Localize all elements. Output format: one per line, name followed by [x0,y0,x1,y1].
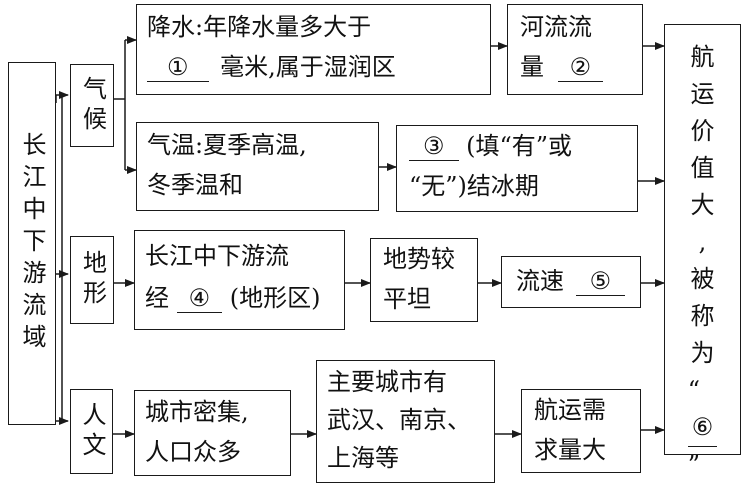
flow-speed-prefix: 流速 [516,267,564,295]
category-terrain-label: 地形 [78,250,107,310]
precipitation-line1: 降水:年降水量多大于 [147,13,372,41]
major-cities-line2: 武汉、南京、 [327,406,471,434]
shipping-demand-line1: 航运需 [534,396,606,424]
freeze-period-node: ③ (填“有”或 “无”)结冰期 [396,125,638,212]
blank-6: ⑥ [687,409,718,447]
terrain-description-line2: 经 ④ (地形区) [145,281,344,315]
result-char-5: , [698,228,707,256]
terrain-slope-node: 地势较 平坦 [370,238,478,322]
freeze-period-line2: “无”)结冰期 [409,172,539,200]
flow-speed-node: 流速 ⑤ [501,256,641,308]
shipping-value-node: 航 运 价 值 大 , 被 称 为 “ ⑥ ” [664,24,741,479]
precipitation-line2-suffix: 毫米,属于湿润区 [220,53,396,81]
major-cities-node: 主要城市有 武汉、南京、 上海等 [316,360,495,483]
result-char-0: 航 [690,43,715,71]
root-node: 长江中下游流域 [8,62,56,425]
climate-branch [114,40,126,170]
freeze-period-line1-suffix: (填“有”或 [466,132,573,160]
root-label: 长江中下游流域 [18,131,46,356]
freeze-period-line1: ③ (填“有”或 [409,129,637,163]
root-connector [55,94,63,422]
result-char-1: 运 [690,80,715,108]
result-char-7: 称 [690,302,715,330]
river-flow-line2-prefix: 量 [520,53,544,81]
terrain-description-line1: 长江中下游流 [145,242,289,270]
terrain-slope-line2: 平坦 [383,285,431,313]
urban-density-node: 城市密集, 人口众多 [134,390,291,476]
result-char-3: 值 [690,154,715,182]
blank-1: ① [147,53,209,82]
result-char-6: 被 [690,265,715,293]
blank-2: ② [557,53,604,82]
blank-5: ⑤ [575,267,626,296]
terrain-description-line2-prefix: 经 [145,284,169,312]
flow-speed-line: 流速 ⑤ [516,264,640,298]
category-climate-label: 气候 [78,75,107,136]
blank-4: ④ [176,284,223,313]
river-flow-node: 河流流 量 ② [507,4,643,95]
result-quote-close: ” [687,451,701,479]
urban-density-line1: 城市密集, [145,398,249,426]
precipitation-line2: ① 毫米,属于湿润区 [147,50,490,84]
terrain-slope-line1: 地势较 [383,245,455,273]
category-human: 人文 [70,389,113,474]
category-human-label: 人文 [78,401,106,462]
result-char-8: 为 [690,339,715,367]
result-quote-open: “ [687,376,701,404]
category-climate: 气候 [70,64,114,147]
temperature-node: 气温:夏季高温, 冬季温和 [136,122,379,211]
river-flow-line2: 量 ② [520,50,642,84]
blank-3: ③ [409,132,459,161]
shipping-demand-line2: 求量大 [534,436,606,464]
result-char-4: 大 [690,191,715,219]
river-flow-line1: 河流流 [520,13,592,41]
result-blank-line: “ ⑥ ” [687,372,718,484]
precipitation-node: 降水:年降水量多大于 ① 毫米,属于湿润区 [136,4,491,95]
shipping-demand-node: 航运需 求量大 [521,389,641,473]
result-char-2: 价 [690,117,715,145]
major-cities-line3: 上海等 [327,444,399,472]
temperature-line1: 气温:夏季高温, [147,131,307,159]
terrain-description-node: 长江中下游流 经 ④ (地形区) [134,230,345,330]
urban-density-line2: 人口众多 [145,438,241,466]
temperature-line2: 冬季温和 [147,171,243,199]
terrain-description-line2-suffix: (地形区) [229,284,321,312]
major-cities-line1: 主要城市有 [327,368,447,396]
category-terrain: 地形 [70,236,114,324]
